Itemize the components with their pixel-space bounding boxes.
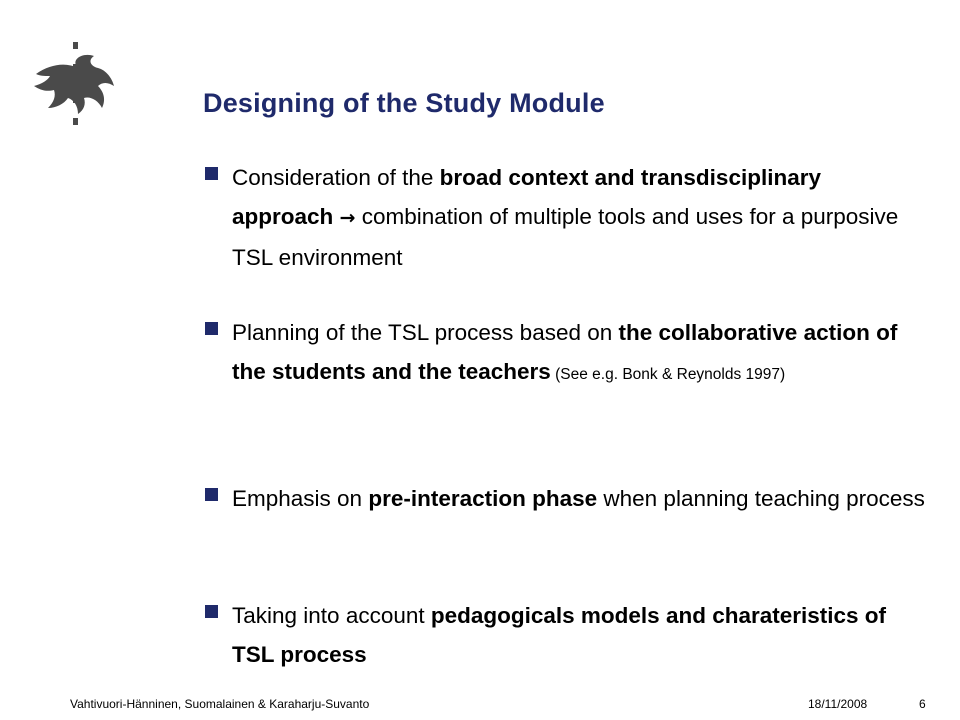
bullet-text: combination of multiple tools and uses f… bbox=[232, 204, 899, 270]
citation-text: (See e.g. Bonk & Reynolds 1997) bbox=[550, 366, 786, 383]
footer-date: 18/11/2008 bbox=[808, 697, 868, 711]
bullet-text: Taking into account bbox=[232, 603, 431, 628]
bullet-item: Taking into account pedagogicals models … bbox=[205, 596, 925, 674]
square-bullet-icon bbox=[205, 322, 218, 335]
bullet-text: Consideration of the bbox=[232, 165, 440, 190]
square-bullet-icon bbox=[205, 488, 218, 501]
right-arrow-icon: → bbox=[339, 207, 356, 229]
bullet-text: Planning of the TSL process based on bbox=[232, 320, 619, 345]
bullet-item: Emphasis on pre-interaction phase when p… bbox=[205, 479, 925, 518]
page-number: 6 bbox=[919, 697, 926, 711]
square-bullet-icon bbox=[205, 605, 218, 618]
bullet-text: Emphasis on bbox=[232, 486, 369, 511]
university-logo-icon bbox=[34, 42, 114, 125]
bullet-bold-text: the collaborative action of the students… bbox=[232, 320, 898, 384]
bullet-bold-text: pedagogicals models and charateristics o… bbox=[232, 603, 887, 667]
bullet-bold-text: pre-interaction phase bbox=[368, 486, 598, 511]
bullet-item: Consideration of the broad context and t… bbox=[205, 158, 925, 277]
bullet-bold-text: broad context and transdisciplinary appr… bbox=[232, 165, 821, 229]
slide-title: Designing of the Study Module bbox=[203, 88, 605, 118]
square-bullet-icon bbox=[205, 167, 218, 180]
bullet-item: Planning of the TSL process based on the… bbox=[205, 313, 925, 394]
bullet-text: when planning teaching process bbox=[597, 486, 925, 511]
footer-authors: Vahtivuori-Hänninen, Suomalainen & Karah… bbox=[70, 697, 370, 711]
